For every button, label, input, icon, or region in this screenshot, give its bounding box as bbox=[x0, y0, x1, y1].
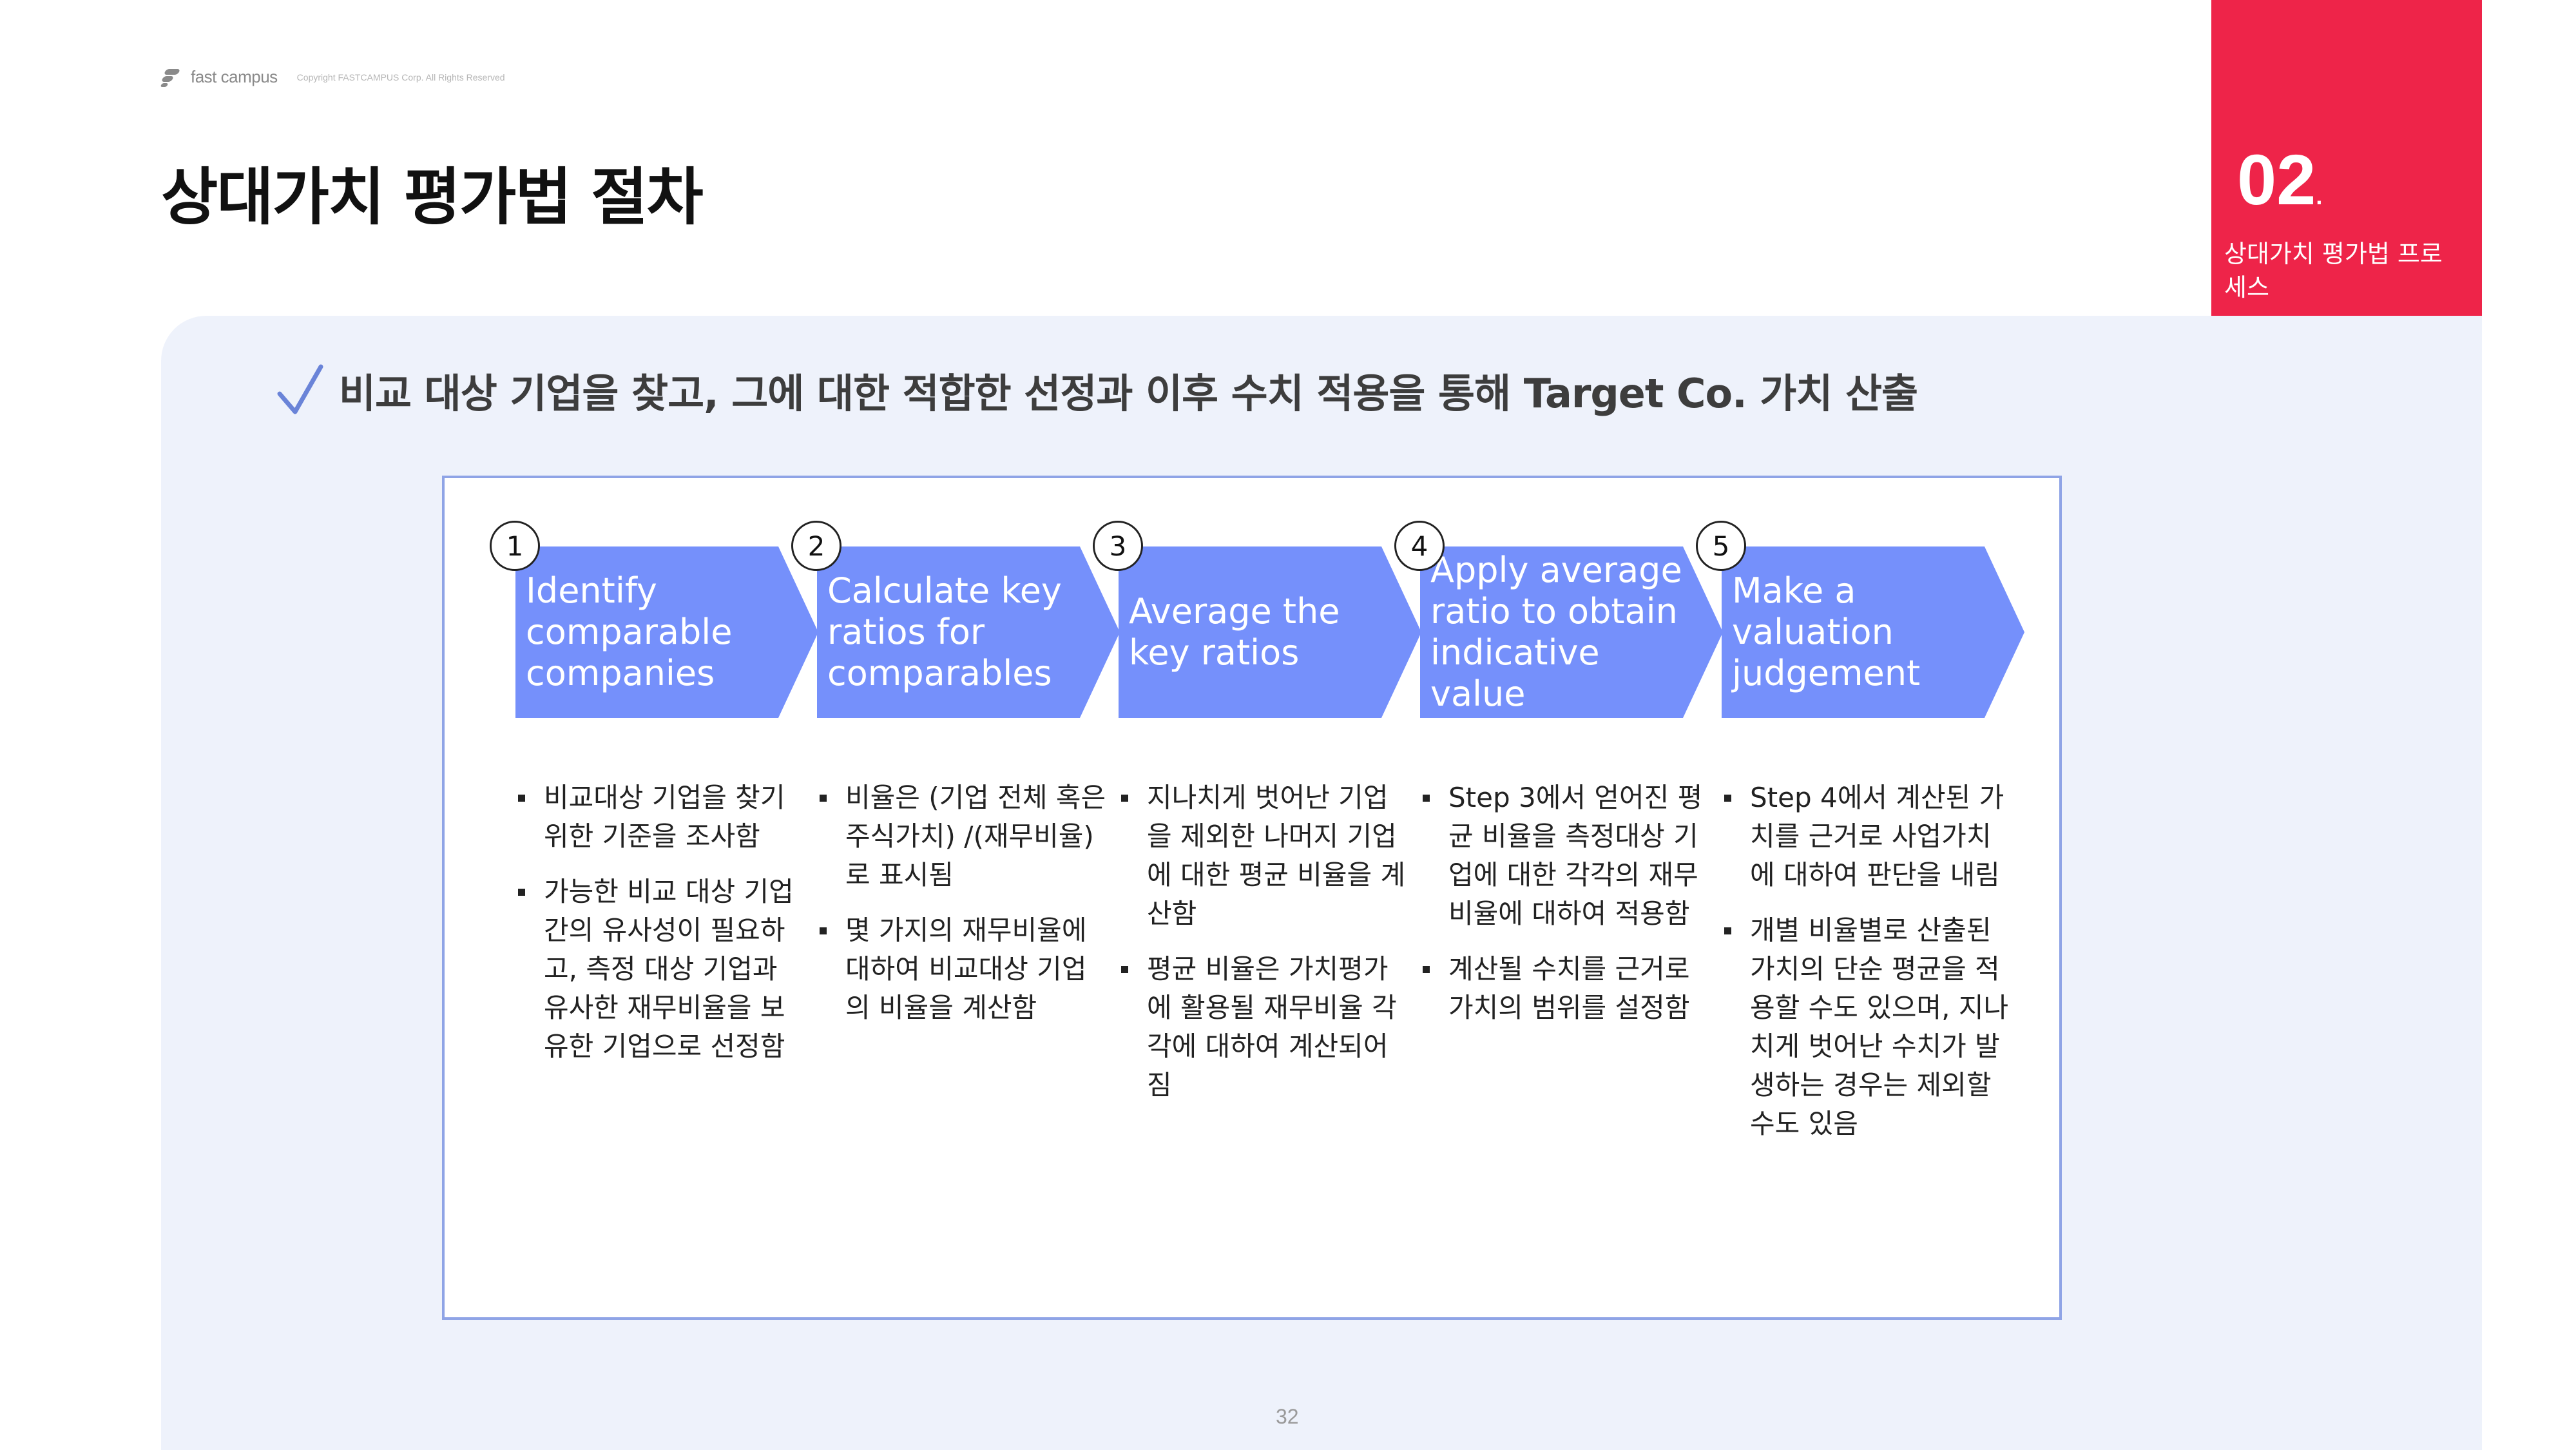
list-item: 지나치게 벗어난 기업을 제외한 나머지 기업에 대한 평균 비율을 계산함 bbox=[1119, 778, 1408, 933]
step-label: Average the key ratios bbox=[1129, 591, 1340, 673]
step-label: Make a valuation judgement bbox=[1732, 570, 1921, 693]
headline-text: 비교 대상 기업을 찾고, 그에 대한 적합한 선정과 이후 수치 적용을 통해… bbox=[339, 370, 1918, 417]
chevron-arrow-icon bbox=[1722, 546, 2024, 718]
chevron-arrow-icon bbox=[1119, 546, 1421, 718]
step-bullet-list: 지나치게 벗어난 기업을 제외한 나머지 기업에 대한 평균 비율을 계산함 평… bbox=[1119, 778, 1408, 1121]
process-step: Average the key ratios 3 지나치게 벗어난 기업을 제외… bbox=[1093, 521, 1421, 1165]
list-item: 계산될 수치를 근거로 가치의 범위를 설정함 bbox=[1420, 950, 1710, 1027]
step-label: Apply average ratio to obtain indicative… bbox=[1430, 550, 1682, 714]
step-label: Calculate key ratios for comparables bbox=[827, 570, 1062, 693]
list-item: 비율은 (기업 전체 혹은 주식가치) /(재무비율)로 표시됨 bbox=[817, 778, 1107, 894]
step-bullet-list: Step 3에서 얻어진 평균 비율을 측정대상 기업에 대한 각각의 재무비율… bbox=[1420, 778, 1710, 1044]
section-number: 02. bbox=[2237, 140, 2323, 220]
chevron-arrow-icon bbox=[515, 546, 818, 718]
step-bullet-list: 비율은 (기업 전체 혹은 주식가치) /(재무비율)로 표시됨 몇 가지의 재… bbox=[817, 778, 1107, 1044]
list-item: 가능한 비교 대상 기업간의 유사성이 필요하고, 측정 대상 기업과 유사한 … bbox=[515, 873, 805, 1066]
list-item: 몇 가지의 재무비율에 대하여 비교대상 기업의 비율을 계산함 bbox=[817, 911, 1107, 1027]
list-item: Step 4에서 계산된 가치를 근거로 사업가치에 대하여 판단을 내림 bbox=[1722, 778, 2012, 894]
step-chevron bbox=[817, 546, 1120, 718]
fastcampus-logo-icon bbox=[160, 68, 181, 87]
chevron-arrow-icon bbox=[1420, 546, 1723, 718]
check-icon bbox=[277, 364, 323, 414]
list-item: Step 3에서 얻어진 평균 비율을 측정대상 기업에 대한 각각의 재무비율… bbox=[1420, 778, 1710, 933]
page-title: 상대가치 평가법 절차 bbox=[161, 161, 704, 233]
step-label: Identify comparable companies bbox=[526, 570, 733, 693]
logo-text: fast campus bbox=[191, 67, 278, 86]
chevron-arrow-icon bbox=[817, 546, 1120, 718]
step-chevron bbox=[1420, 546, 1723, 718]
step-chevron bbox=[515, 546, 818, 718]
process-step: Make a valuation judgement 5 Step 4에서 계산… bbox=[1696, 521, 2024, 1165]
list-item: 평균 비율은 가치평가에 활용될 재무비율 각각에 대하여 계산되어짐 bbox=[1119, 950, 1408, 1105]
step-number-badge: 5 bbox=[1696, 521, 1746, 571]
page-number: 32 bbox=[1276, 1405, 1299, 1428]
step-chevron bbox=[1119, 546, 1421, 718]
step-number-badge: 4 bbox=[1394, 521, 1445, 571]
step-bullet-list: 비교대상 기업을 찾기 위한 기준을 조사함 가능한 비교 대상 기업간의 유사… bbox=[515, 778, 805, 1083]
process-step: Calculate key ratios for comparables 2 비… bbox=[791, 521, 1120, 1165]
headline: 비교 대상 기업을 찾고, 그에 대한 적합한 선정과 이후 수치 적용을 통해… bbox=[277, 361, 1918, 419]
process-step: Apply average ratio to obtain indicative… bbox=[1394, 521, 1723, 1165]
step-number-badge: 3 bbox=[1093, 521, 1143, 571]
list-item: 비교대상 기업을 찾기 위한 기준을 조사함 bbox=[515, 778, 805, 856]
section-subtitle: 상대가치 평가법 프로세스 bbox=[2224, 240, 2443, 302]
fastcampus-logo: fast campus Copyright FASTCAMPUS Corp. A… bbox=[160, 67, 505, 87]
step-number-badge: 2 bbox=[791, 521, 841, 571]
step-number-badge: 1 bbox=[490, 521, 540, 571]
step-chevron bbox=[1722, 546, 2024, 718]
copyright-text: Copyright FASTCAMPUS Corp. All Rights Re… bbox=[296, 72, 505, 82]
step-bullet-list: Step 4에서 계산된 가치를 근거로 사업가치에 대하여 판단을 내림 개별… bbox=[1722, 778, 2012, 1160]
list-item: 개별 비율별로 산출된 가치의 단순 평균을 적용할 수도 있으며, 지나치게 … bbox=[1722, 911, 2012, 1143]
process-step: Identify comparable companies 1 비교대상 기업을… bbox=[490, 521, 818, 1165]
